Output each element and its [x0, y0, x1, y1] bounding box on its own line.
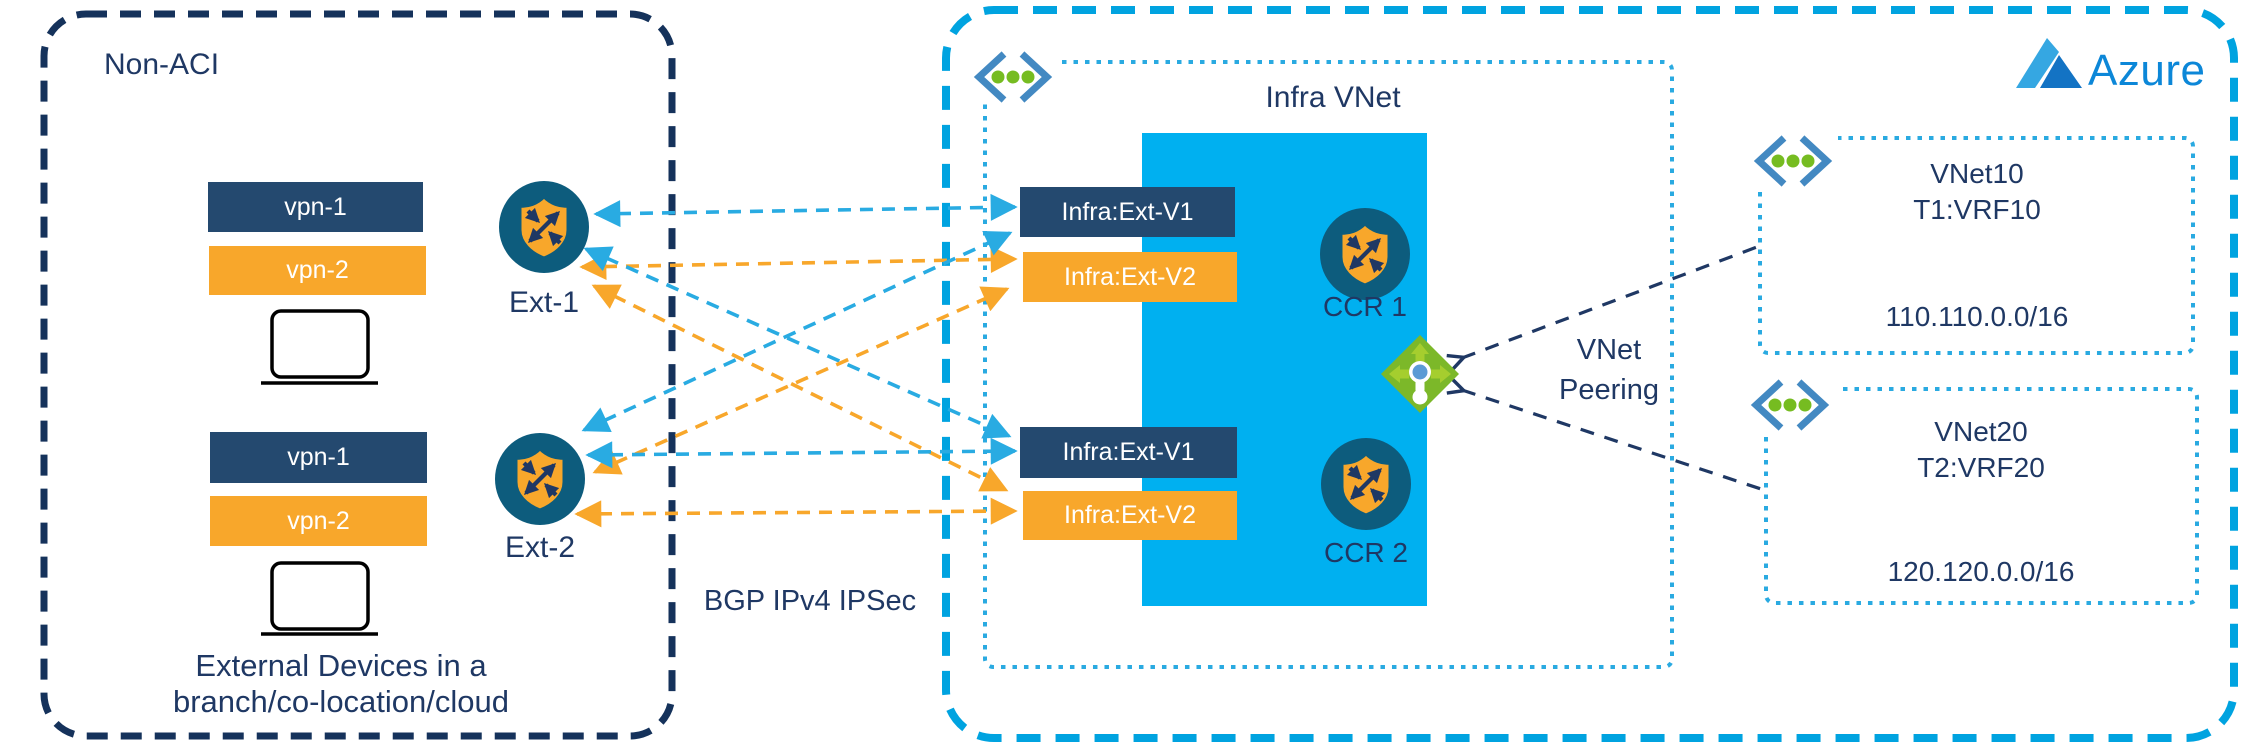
vnet20-border: [1764, 387, 2199, 605]
vpn1-bar-site1: vpn-1: [208, 182, 423, 232]
router-icon-ext2: [495, 433, 585, 525]
caption-line1: External Devices in a: [195, 648, 487, 683]
vnet10-border: [1758, 136, 2195, 355]
tunnel-ext2-v2-bottom: [574, 497, 1018, 528]
tunnel-ext2-v1-bottom: [585, 437, 1018, 469]
laptop-icon-site2: [261, 561, 378, 636]
vpn2-bar-site2: vpn-2: [210, 496, 427, 546]
vnet20-cidr: 120.120.0.0/16: [1887, 556, 2075, 587]
vpn2-bar-site1: vpn-2: [209, 246, 426, 295]
bgp-ipsec-tunnels: [574, 193, 1018, 528]
peering-link-vnet10: [1462, 245, 1758, 358]
tunnel-ext1-v1-top: [593, 193, 1018, 228]
azure-logo-text: Azure: [2088, 46, 2206, 95]
azure-logo-icon: [2016, 38, 2082, 88]
laptop-icon-site1: [261, 309, 378, 385]
infra-ext-v1-bar-bottom: Infra:Ext-V1: [1020, 427, 1237, 478]
vpn1-bar-site2: vpn-1: [210, 432, 427, 483]
vnet-peering-links: [1462, 245, 1765, 492]
vnet10-name: VNet10: [1930, 158, 2024, 189]
vnet20-header: VNet20 T2:VRF20: [1831, 414, 2131, 486]
ext2-label: Ext-2: [504, 531, 576, 564]
vnet10-header: VNet10 T1:VRF10: [1827, 156, 2127, 228]
ccr2-label: CCR 2: [1323, 537, 1408, 568]
vnet20-vrf: T2:VRF20: [1917, 452, 2045, 483]
vnet-peering-label: VNet Peering: [1509, 330, 1709, 410]
caption-line2: branch/co-location/cloud: [172, 684, 510, 719]
non-aci-title: Non-ACI: [104, 48, 220, 81]
router-icon-ccr1: [1320, 208, 1410, 300]
bgp-ipsec-label: BGP IPv4 IPSec: [703, 585, 917, 617]
infra-vnet-border: [983, 60, 1674, 669]
infra-ext-v2-bar-top: Infra:Ext-V2: [1023, 252, 1237, 302]
router-icon-ext1: [499, 181, 589, 273]
vnet10-cidr: 110.110.0.0/16: [1885, 301, 2069, 332]
router-icon-ccr2: [1321, 438, 1411, 530]
vnet20-name: VNet20: [1934, 416, 2028, 447]
peering-line1: VNet: [1576, 334, 1642, 366]
infra-ext-v2-bar-bottom: Infra:Ext-V2: [1023, 491, 1237, 540]
external-devices-caption: External Devices in a branch/co-location…: [126, 648, 556, 720]
vnet-peering-icon: [1381, 335, 1459, 413]
vnet10-vrf: T1:VRF10: [1913, 194, 2041, 225]
peering-line2: Peering: [1559, 374, 1659, 406]
ext1-label: Ext-1: [508, 286, 580, 319]
infra-vnet-title: Infra VNet: [1265, 81, 1401, 114]
infra-ext-v1-bar-top: Infra:Ext-V1: [1020, 187, 1235, 237]
peering-link-vnet20: [1462, 390, 1765, 492]
ccr1-label: CCR 1: [1322, 291, 1407, 322]
